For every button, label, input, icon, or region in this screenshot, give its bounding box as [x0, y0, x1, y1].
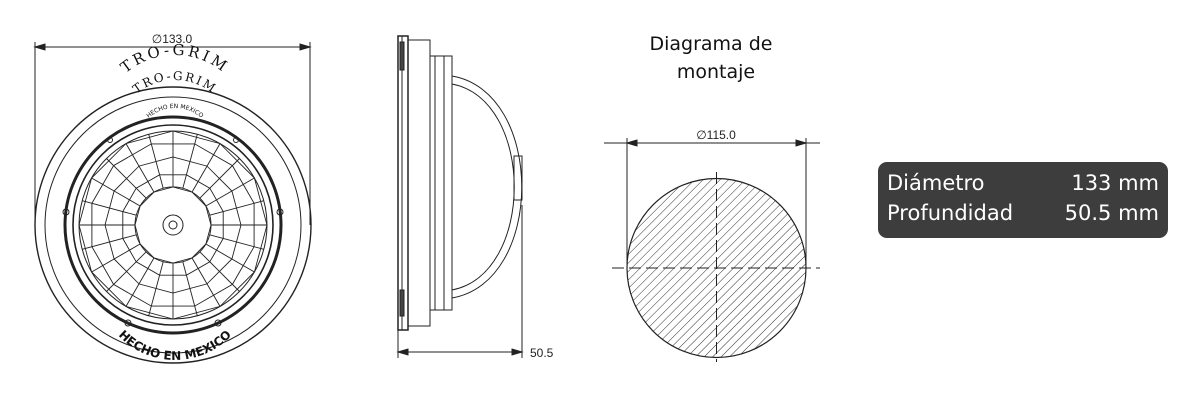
fresnel-spoke [82, 200, 137, 216]
spec-value: 50.5 mm [1064, 201, 1159, 225]
dome-profile-inner [451, 83, 515, 291]
mounting-title-line1: Diagrama de [649, 33, 772, 55]
fresnel-spoke [125, 143, 155, 193]
fresnel-lens-pattern [78, 130, 268, 320]
spec-box: Diámetro 133 mm Profundidad 50.5 mm [878, 162, 1168, 238]
fresnel-spoke [82, 234, 137, 250]
spec-row-depth: Profundidad 50.5 mm [887, 201, 1159, 231]
fresnel-spoke [148, 134, 164, 189]
screw-hole [233, 137, 239, 143]
front-view [33, 42, 312, 364]
outer-bezel [34, 86, 312, 364]
fresnel-spoke [199, 251, 240, 292]
side-body [407, 39, 431, 327]
side-sensor-nub [513, 155, 523, 201]
depth-arrow-left [396, 348, 409, 356]
side-view [396, 35, 524, 358]
spec-value: 133 mm [1071, 171, 1159, 195]
trim-ring [63, 115, 283, 335]
fresnel-spoke [209, 234, 264, 250]
dimension-arrow-left [33, 43, 46, 51]
screw-hole [124, 319, 132, 327]
side-collar [429, 55, 453, 311]
mounting-diagram [604, 138, 820, 362]
screw-hole [214, 319, 222, 327]
dome-profile [451, 75, 523, 299]
fresnel-spoke [205, 177, 255, 207]
fresnel-spoke [182, 261, 198, 316]
side-clip-bottom [399, 289, 405, 317]
depth-arrow-right [511, 348, 524, 356]
fresnel-spoke [106, 158, 147, 199]
mounting-title-line2: montaje [677, 61, 755, 83]
brand-inner-text: TRO-GRIM [130, 69, 219, 96]
screw-hole [276, 208, 284, 216]
spec-row-diameter: Diámetro 133 mm [887, 171, 1159, 201]
center-hub [134, 186, 212, 264]
cutout-arrow-left [625, 139, 638, 147]
center-lens-ring [162, 214, 184, 236]
dimension-arrow-right [299, 43, 312, 51]
cutout-arrow-right [795, 139, 808, 147]
fresnel-spoke [191, 257, 221, 307]
fresnel-spoke [125, 257, 155, 307]
spec-label: Diámetro [887, 171, 985, 195]
depth-label: 50.5 [530, 346, 554, 360]
screw-hole [107, 137, 113, 143]
bezel-inner-edge [44, 96, 302, 354]
spec-label: Profundidad [887, 201, 1014, 225]
screw-hole [62, 208, 70, 216]
fresnel-spoke [191, 143, 221, 193]
trim-ring-inner [72, 124, 274, 326]
side-flange [397, 35, 409, 331]
fresnel-spoke [148, 261, 164, 316]
fresnel-spoke [106, 251, 147, 292]
fresnel-spoke [91, 243, 141, 273]
center-lens-dot [168, 220, 178, 230]
fresnel-spoke [91, 177, 141, 207]
cutout-diameter-label: ∅115.0 [696, 128, 736, 142]
side-clip-top [399, 41, 405, 71]
fresnel-spoke [209, 200, 264, 216]
fresnel-spoke [205, 243, 255, 273]
fresnel-spoke [182, 134, 198, 189]
fresnel-spoke [199, 158, 240, 199]
front-diameter-label: ∅133.0 [152, 32, 193, 46]
